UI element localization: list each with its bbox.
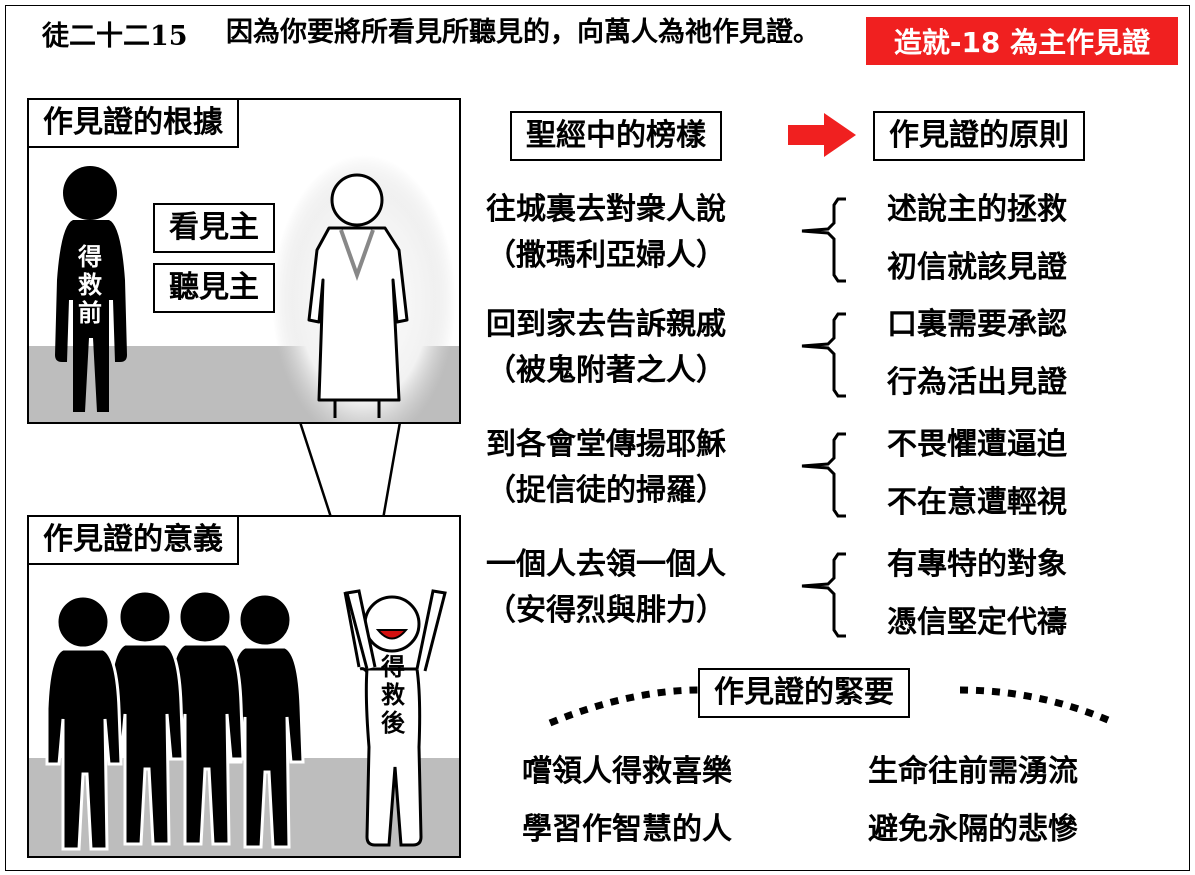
- brace-icon: [801, 552, 846, 638]
- heard-lord-label: 聽見主: [153, 263, 275, 313]
- example-action: 一個人去領一個人: [486, 547, 726, 582]
- verse-reference: 徒二十二15: [42, 21, 188, 52]
- principle-item: 初信就該見證: [887, 250, 1067, 285]
- principle-item: 不畏懼遭逼迫: [887, 427, 1067, 462]
- urgency-dotted-arc: [548, 686, 1117, 727]
- example-person: （安得烈與腓力）: [486, 593, 726, 628]
- person-after-saved-icon: [343, 589, 447, 847]
- example-person: （捉信徒的掃羅）: [486, 473, 726, 508]
- foundation-panel: 作見證的根據 看見主 聽見主 得救前: [27, 98, 461, 424]
- urgency-item: 生命往前需湧流: [868, 754, 1078, 789]
- principle-item: 不在意遭輕視: [887, 485, 1067, 520]
- principle-item: 憑信堅定代禱: [887, 605, 1067, 640]
- principle-item: 口裏需要承認: [887, 307, 1067, 342]
- principle-item: 述說主的拯救: [887, 192, 1067, 227]
- urgency-item: 嚐領人得救喜樂: [522, 754, 732, 789]
- examples-heading: 聖經中的榜樣: [510, 111, 722, 161]
- arrow-right-icon: [788, 113, 856, 157]
- brace-icon: [801, 197, 846, 283]
- meaning-panel: 作見證的意義 得救後: [27, 515, 461, 858]
- brace-icon: [801, 432, 846, 518]
- urgency-heading: 作見證的緊要: [698, 668, 910, 718]
- lesson-title-badge: 造就-18 為主作見證: [866, 17, 1178, 65]
- foundation-label: 作見證的根據: [29, 100, 239, 148]
- before-saved-label: 得救前: [78, 243, 102, 327]
- verse-text: 因為你要將所看見所聽見的，向萬人為祂作見證。: [226, 17, 820, 48]
- jesus-figure-icon: [307, 173, 409, 418]
- crowd-icon: [45, 589, 305, 851]
- person-before-saved-icon: [55, 166, 127, 412]
- example-person: （被鬼附著之人）: [486, 353, 726, 388]
- principles-heading: 作見證的原則: [873, 111, 1085, 161]
- example-action: 到各會堂傳揚耶穌: [486, 427, 726, 462]
- principle-item: 行為活出見證: [887, 365, 1067, 400]
- urgency-item: 學習作智慧的人: [522, 812, 732, 847]
- crowd-illustration: [45, 589, 447, 851]
- urgency-item: 避免永隔的悲慘: [868, 812, 1078, 847]
- example-person: （撒瑪利亞婦人）: [486, 238, 726, 273]
- brace-icon: [801, 312, 846, 398]
- meaning-label: 作見證的意義: [29, 517, 239, 565]
- principle-item: 有專特的對象: [887, 547, 1067, 582]
- saw-lord-label: 看見主: [153, 203, 275, 253]
- example-action: 回到家去告訴親戚: [486, 307, 726, 342]
- example-action: 往城裏去對衆人說: [486, 192, 726, 227]
- figures-illustration: [55, 155, 456, 422]
- after-saved-label: 得救後: [381, 653, 405, 737]
